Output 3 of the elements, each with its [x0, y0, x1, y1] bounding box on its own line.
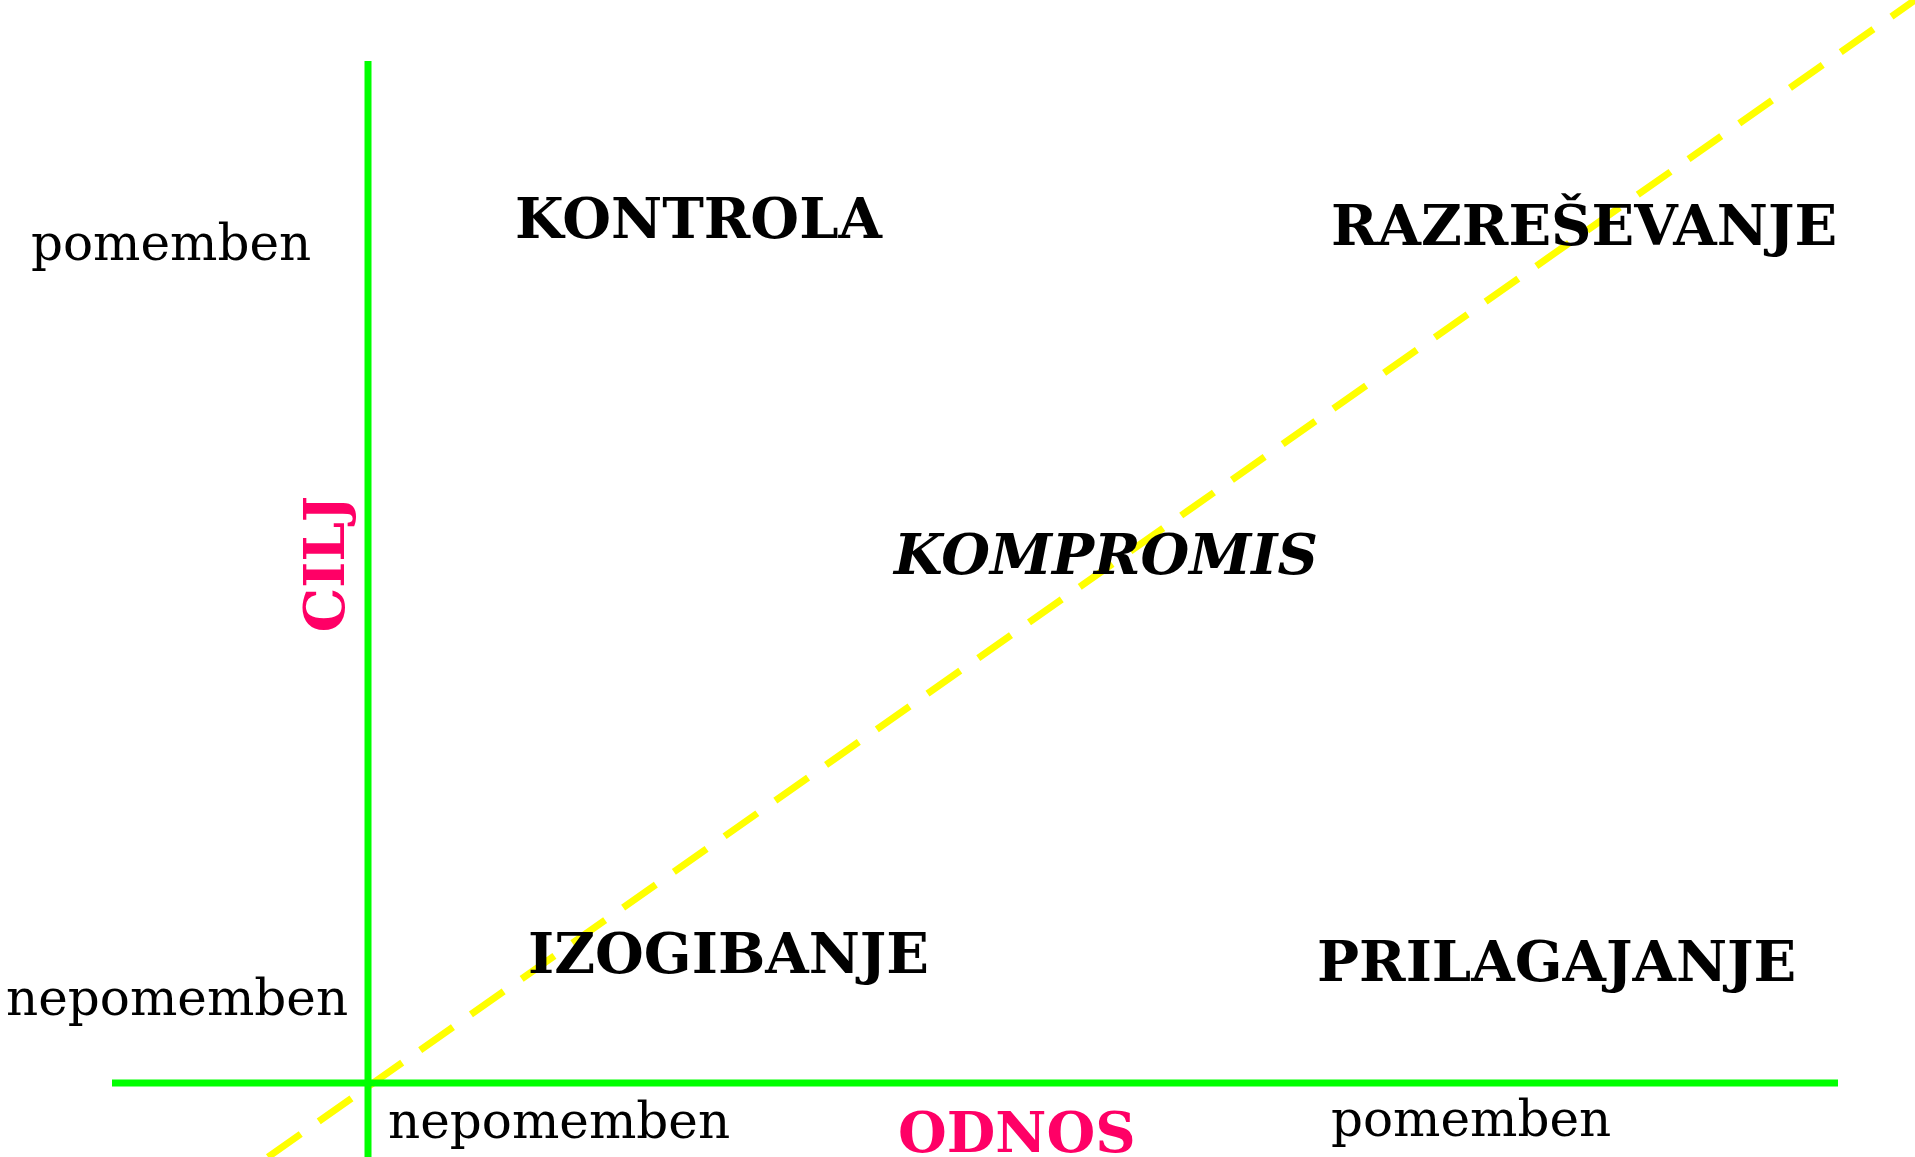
quadrant-label: KOMPROMIS	[894, 526, 1318, 582]
quadrant-label: KONTROLA	[515, 190, 882, 246]
axis-title: ODNOS	[898, 1104, 1136, 1157]
